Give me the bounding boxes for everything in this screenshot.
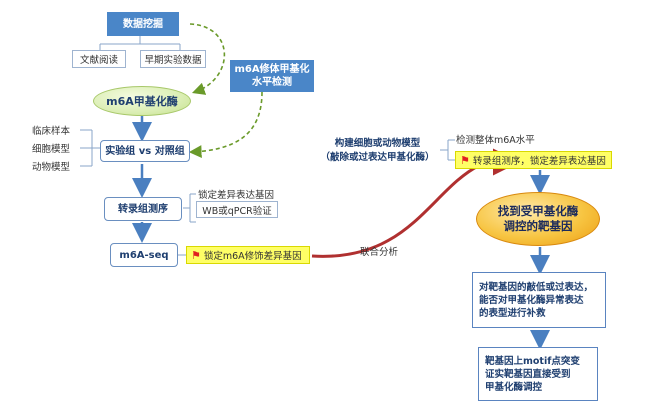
m6a-level-line2: 水平检测 [252,77,292,88]
motif-mutation-box: 靶基因上motif点突变 证实靶基因直接受到 甲基化酶调控 [478,347,598,401]
wb-qpcr-validation: WB或qPCR验证 [196,201,278,218]
lock-diff-genes: 锁定差异表达基因 [198,190,275,201]
transcriptome-sequencing-box: 转录组测序 [104,197,182,221]
build-model-box: 构建细胞或动物模型 （敲除或过表达甲基化酶） [315,137,440,167]
knock-line2: 能否对甲基化酶异常表达 [479,294,584,306]
dashed-arrow-m6a-level [188,91,263,158]
transcriptome-lock-label: 转录组测序，锁定差异表达基因 [472,156,606,167]
cell-model: 细胞模型 [32,144,71,155]
literature-reading: 文献阅读 [72,50,126,68]
build-model-bracket [440,139,455,161]
m6a-seq-box: m6A-seq [110,243,178,267]
flag-icon: ⚑ [460,153,470,167]
lock-m6a-diff-label: 锁定m6A修饰差异基因 [203,251,302,262]
build-model-line2: （敲除或过表达甲基化酶） [320,152,435,163]
build-model-line1: 构建细胞或动物模型 [334,138,421,149]
samples-bracket [80,129,100,167]
motif-line1: 靶基因上motif点突变 [485,355,580,367]
target-gene-oval: 找到受甲基化酶 调控的靶基因 [476,192,600,246]
transcriptome-lock-highlight: ⚑ 转录组测序，锁定差异表达基因 [455,151,612,169]
motif-line2: 证实靶基因直接受到 [485,368,571,380]
joint-analysis-label: 联合分析 [360,247,399,258]
animal-model: 动物模型 [32,162,71,173]
m6a-methylase-oval: m6A甲基化酶 [93,86,191,116]
lock-m6a-diff-highlight: ⚑ 锁定m6A修饰差异基因 [186,246,310,264]
clinical-sample: 临床样本 [32,126,71,137]
transcriptome-bracket [183,193,196,223]
data-mining-box: 数据挖掘 [107,12,179,36]
early-experiment-data: 早期实验数据 [140,50,206,68]
target-line2: 调控的靶基因 [503,219,573,233]
data-mining-to-literature [99,36,181,50]
motif-line3: 甲基化酶调控 [485,381,543,393]
knockdown-rescue-box: 对靶基因的敲低或过表达， 能否对甲基化酶异常表达 的表型进行补救 [472,272,606,328]
detect-m6a-level: 检测整体m6A水平 [456,135,535,146]
knock-line3: 的表型进行补救 [479,307,546,319]
knock-line1: 对靶基因的敲低或过表达， [479,281,594,293]
experiment-vs-control-box: 实验组 vs 对照组 [100,140,190,162]
m6a-level-detection-box: m6A修体甲基化 水平检测 [230,60,314,92]
dashed-arrow-data-mining [189,23,226,95]
m6a-level-line1: m6A修体甲基化 [234,64,310,75]
target-line1: 找到受甲基化酶 [497,204,579,218]
flag-icon: ⚑ [191,248,201,262]
